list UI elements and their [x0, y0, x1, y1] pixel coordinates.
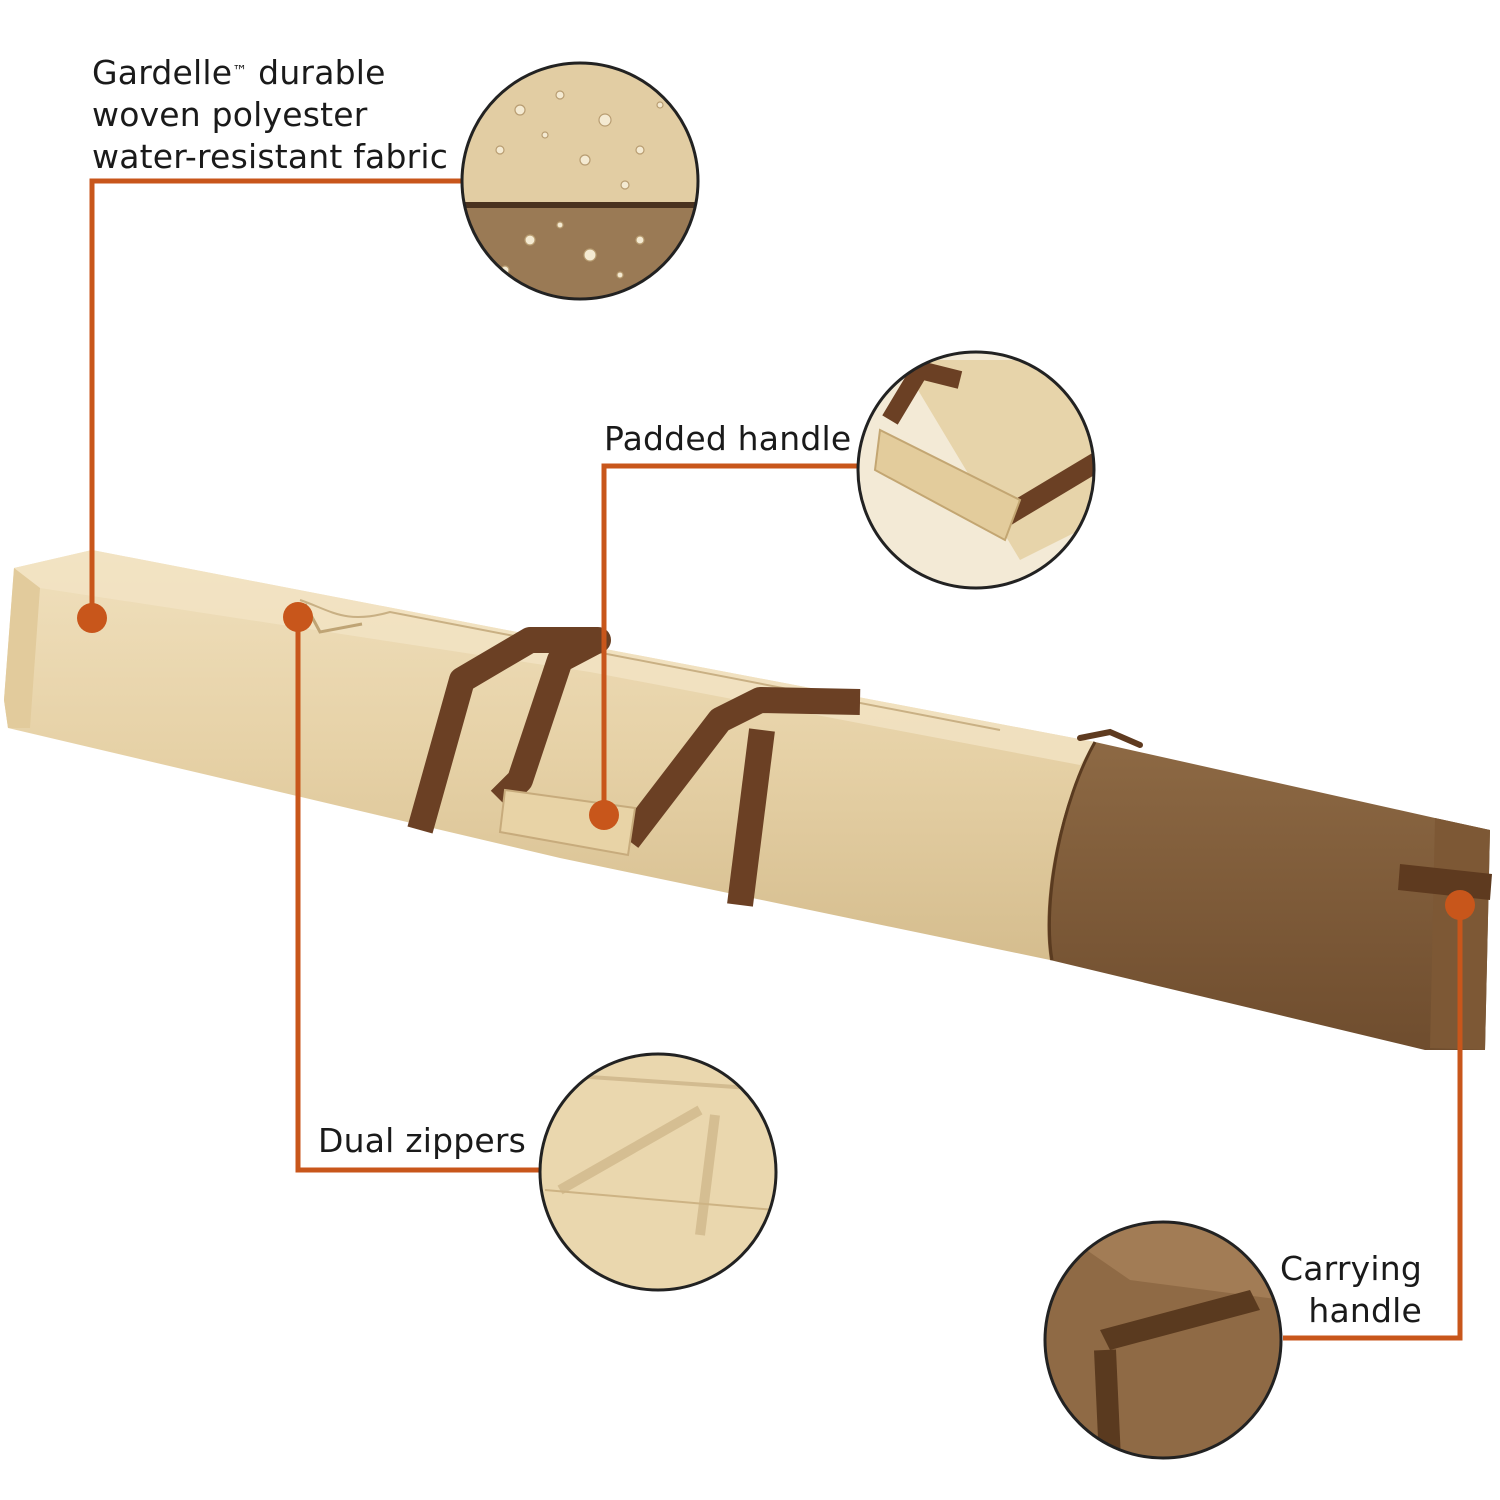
callout-padded-handle: Padded handle: [604, 419, 852, 458]
dot-padded: [589, 800, 619, 830]
leader-lines: [89, 178, 1463, 1341]
detail-circle-dual-zippers: [538, 1052, 778, 1292]
leader-carry: [1283, 905, 1463, 1341]
leader-zippers: [295, 617, 540, 1173]
bag-left-end: [4, 568, 40, 728]
callout-fabric: Gardelle™ durable woven polyester water-…: [92, 52, 448, 178]
drawcord: [1077, 728, 1143, 748]
strap-right-down: [727, 728, 775, 907]
leader-padded: [601, 463, 858, 815]
bag-brown-section: [1047, 742, 1490, 1050]
detail-circle-padded-handle: [856, 350, 1096, 590]
callout-carrying-handle: Carrying handle: [1280, 1248, 1422, 1332]
detail-circle-carrying-handle: [1043, 1220, 1283, 1460]
callout-dual-zippers: Dual zippers: [318, 1121, 527, 1160]
leader-dots: [77, 602, 1475, 920]
dot-zippers: [283, 602, 313, 632]
water-droplets-icon: [495, 90, 664, 279]
trademark-symbol: ™: [232, 62, 248, 80]
leader-fabric: [89, 178, 462, 618]
callout-carrying-line1: Carrying: [1280, 1249, 1422, 1288]
dot-fabric: [77, 603, 107, 633]
detail-circle-fabric: [460, 61, 700, 301]
dot-carry: [1445, 890, 1475, 920]
brand-name: Gardelle: [92, 53, 233, 92]
callout-fabric-line2: woven polyester: [92, 95, 368, 134]
callout-fabric-line1: Gardelle™ durable: [92, 52, 448, 94]
strap-right-loop: [617, 687, 861, 848]
bag-seam: [1047, 741, 1097, 961]
zipper-seam: [299, 599, 1001, 731]
bag-tan-section: [4, 550, 1095, 960]
strap-left-loop: [407, 627, 611, 834]
callout-fabric-line3: water-resistant fabric: [92, 137, 449, 176]
storage-bag: [4, 550, 1492, 1050]
callout-carrying-line2: handle: [1308, 1291, 1422, 1330]
end-carrying-strap: [1398, 864, 1492, 900]
callout-fabric-line1-rest: durable: [247, 53, 386, 92]
